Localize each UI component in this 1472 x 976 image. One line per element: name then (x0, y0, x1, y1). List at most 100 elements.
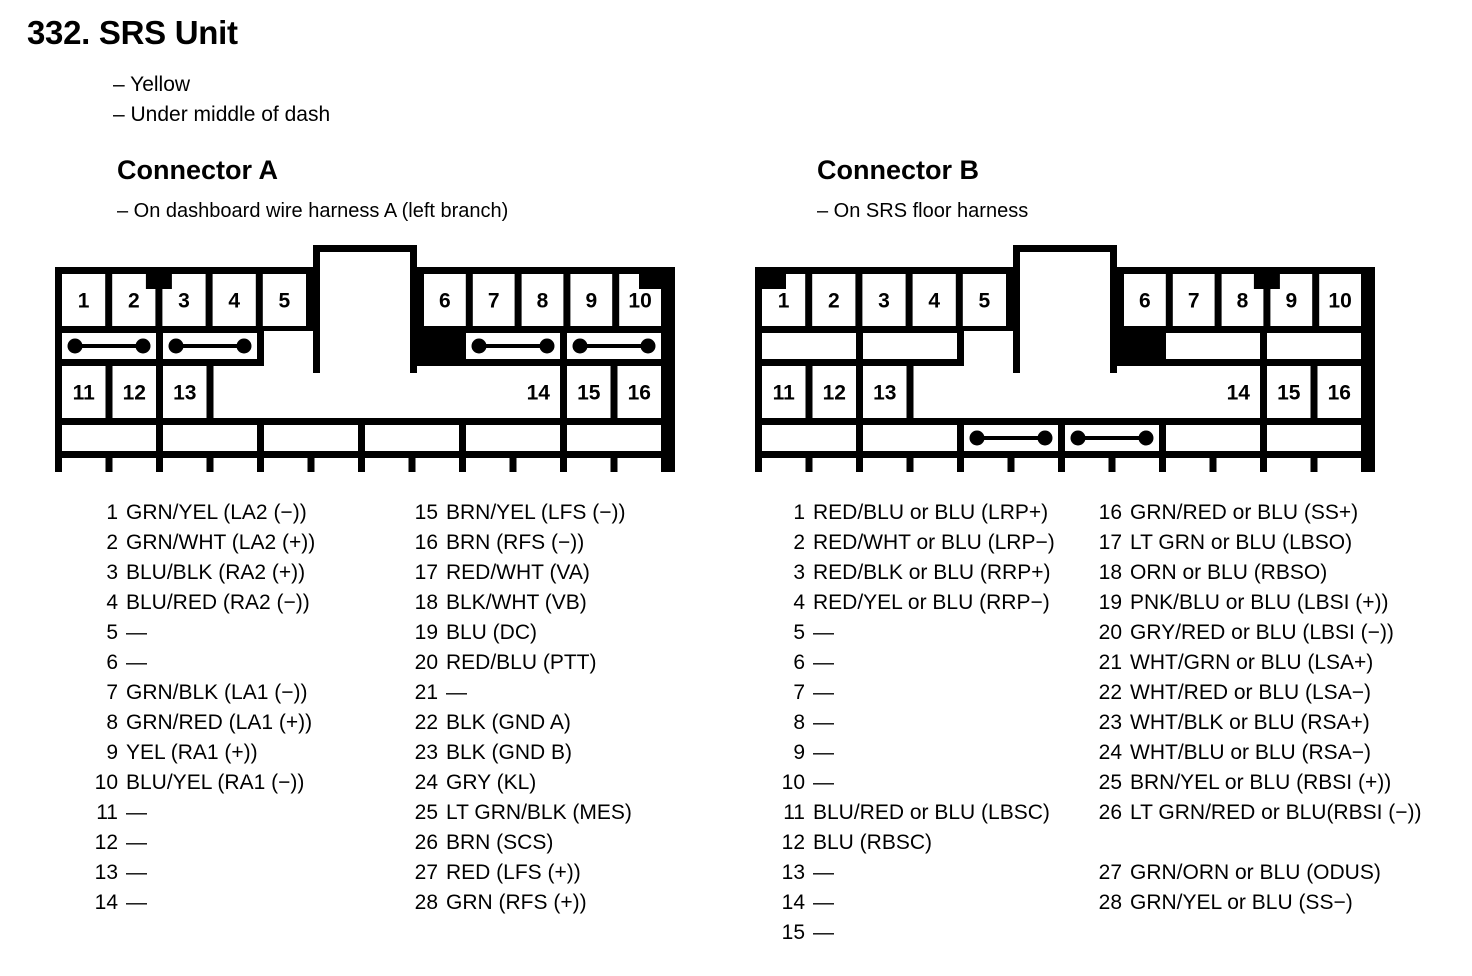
pin-number: 6 (106, 651, 118, 674)
pin-description: — (813, 651, 834, 674)
pin-number: 17 (414, 561, 438, 584)
pin-description: RED (LFS (+)) (446, 861, 581, 884)
pin-cell-label: 11 (73, 382, 96, 405)
pin-row: 22 WHT/RED or BLU (LSA−) (1092, 678, 1422, 708)
pin-cell-label: 12 (823, 382, 846, 405)
pin-description: — (126, 801, 147, 824)
connector-a-pinmap: 1234567891011121314151617181920212223242… (55, 245, 675, 472)
page-title: 332. SRS Unit (27, 14, 238, 51)
pin-number: 10 (94, 771, 118, 794)
pin-number: 7 (106, 681, 118, 704)
pin-description: RED/BLU or BLU (LRP+) (813, 501, 1049, 524)
pin-cell-label: 10 (628, 290, 651, 313)
pin-description: — (813, 891, 834, 914)
pin-number: 22 (1098, 681, 1122, 704)
pin-number: 9 (106, 741, 118, 764)
pin-description: BLK (GND B) (446, 741, 573, 764)
pin-number: 4 (106, 591, 118, 614)
pin-number: 28 (414, 891, 438, 914)
pin-number: 27 (414, 861, 438, 884)
pin-row: 15— (775, 918, 1055, 948)
pin-row: 24 WHT/BLU or BLU (RSA−) (1092, 738, 1422, 768)
pin-description: BRN/YEL or BLU (RBSI (+)) (1130, 771, 1392, 794)
pin-cell-label: 15 (1277, 382, 1301, 405)
pin-description: — (126, 651, 147, 674)
connector-a-heading: Connector A (117, 155, 278, 185)
pin-number: 18 (1098, 561, 1122, 584)
pin-description: GRN/YEL or BLU (SS−) (1130, 891, 1353, 914)
keying-tab (145, 273, 172, 289)
pin-row: 8— (775, 708, 1055, 738)
pin-cell-label: 8 (1237, 290, 1249, 313)
pin-description: RED/BLK or BLU (RRP+) (813, 561, 1051, 584)
pin-description: WHT/RED or BLU (LSA−) (1130, 681, 1371, 704)
pin-description: — (813, 681, 834, 704)
pin-number: 5 (106, 621, 118, 644)
pin-description: WHT/BLU or BLU (RSA−) (1130, 741, 1371, 764)
pin-cell-label: 5 (979, 290, 991, 313)
pin-cell-label: 2 (128, 290, 140, 313)
pin-description: — (813, 741, 834, 764)
pin-number: 6 (793, 651, 805, 674)
pin-number: 2 (793, 531, 805, 554)
pin-description: — (126, 861, 147, 884)
connector-b-pinmap: 1234567891011121314151617181920212223242… (755, 245, 1375, 472)
pin-description: ORN or BLU (RBSO) (1130, 561, 1328, 584)
pin-cell-label: 6 (439, 290, 451, 313)
pin-description: GRN/WHT (LA2 (+)) (126, 531, 316, 554)
pin-cell-label: 14 (1227, 382, 1251, 405)
pin-number: 8 (793, 711, 805, 734)
pin-number: 16 (1098, 501, 1122, 524)
pin-number: 7 (793, 681, 805, 704)
pin-number: 4 (793, 591, 805, 614)
pin-number: 19 (1098, 591, 1122, 614)
pin-cell-label: 16 (628, 382, 651, 405)
pin-cell-label: 9 (585, 290, 597, 313)
pin-cell-label: 3 (878, 290, 890, 313)
pin-number: 25 (1098, 771, 1122, 794)
pin-row: 6— (775, 648, 1055, 678)
pin-cell-label: 8 (537, 290, 549, 313)
pin-number: 28 (1098, 891, 1122, 914)
pin-row: 10— (775, 768, 1055, 798)
pin-number: 23 (414, 741, 438, 764)
pin-description: BLU (DC) (446, 621, 538, 644)
pin-description: — (813, 711, 834, 734)
pin-description: YEL (RA1 (+)) (126, 741, 258, 764)
pin-description: BLU/RED or BLU (LBSC) (813, 801, 1050, 824)
pin-number: 3 (106, 561, 118, 584)
pin-cell-label: 4 (928, 290, 940, 313)
pin-description: LT GRN or BLU (LBSO) (1130, 531, 1353, 554)
pin-cell-label: 5 (279, 290, 291, 313)
pin-number: 24 (1098, 741, 1122, 764)
pin-description: LT GRN/RED or BLU (1130, 801, 1327, 824)
pin-cell-label: 7 (488, 290, 500, 313)
pin-cell-label: 9 (1285, 290, 1297, 313)
pin-description: RED/WHT (VA) (446, 561, 590, 584)
pin-cell-label: 7 (1188, 290, 1200, 313)
page-notes: – Yellow – Under middle of dash (113, 70, 330, 130)
pin-number: 8 (106, 711, 118, 734)
pin-number: 15 (781, 921, 805, 944)
